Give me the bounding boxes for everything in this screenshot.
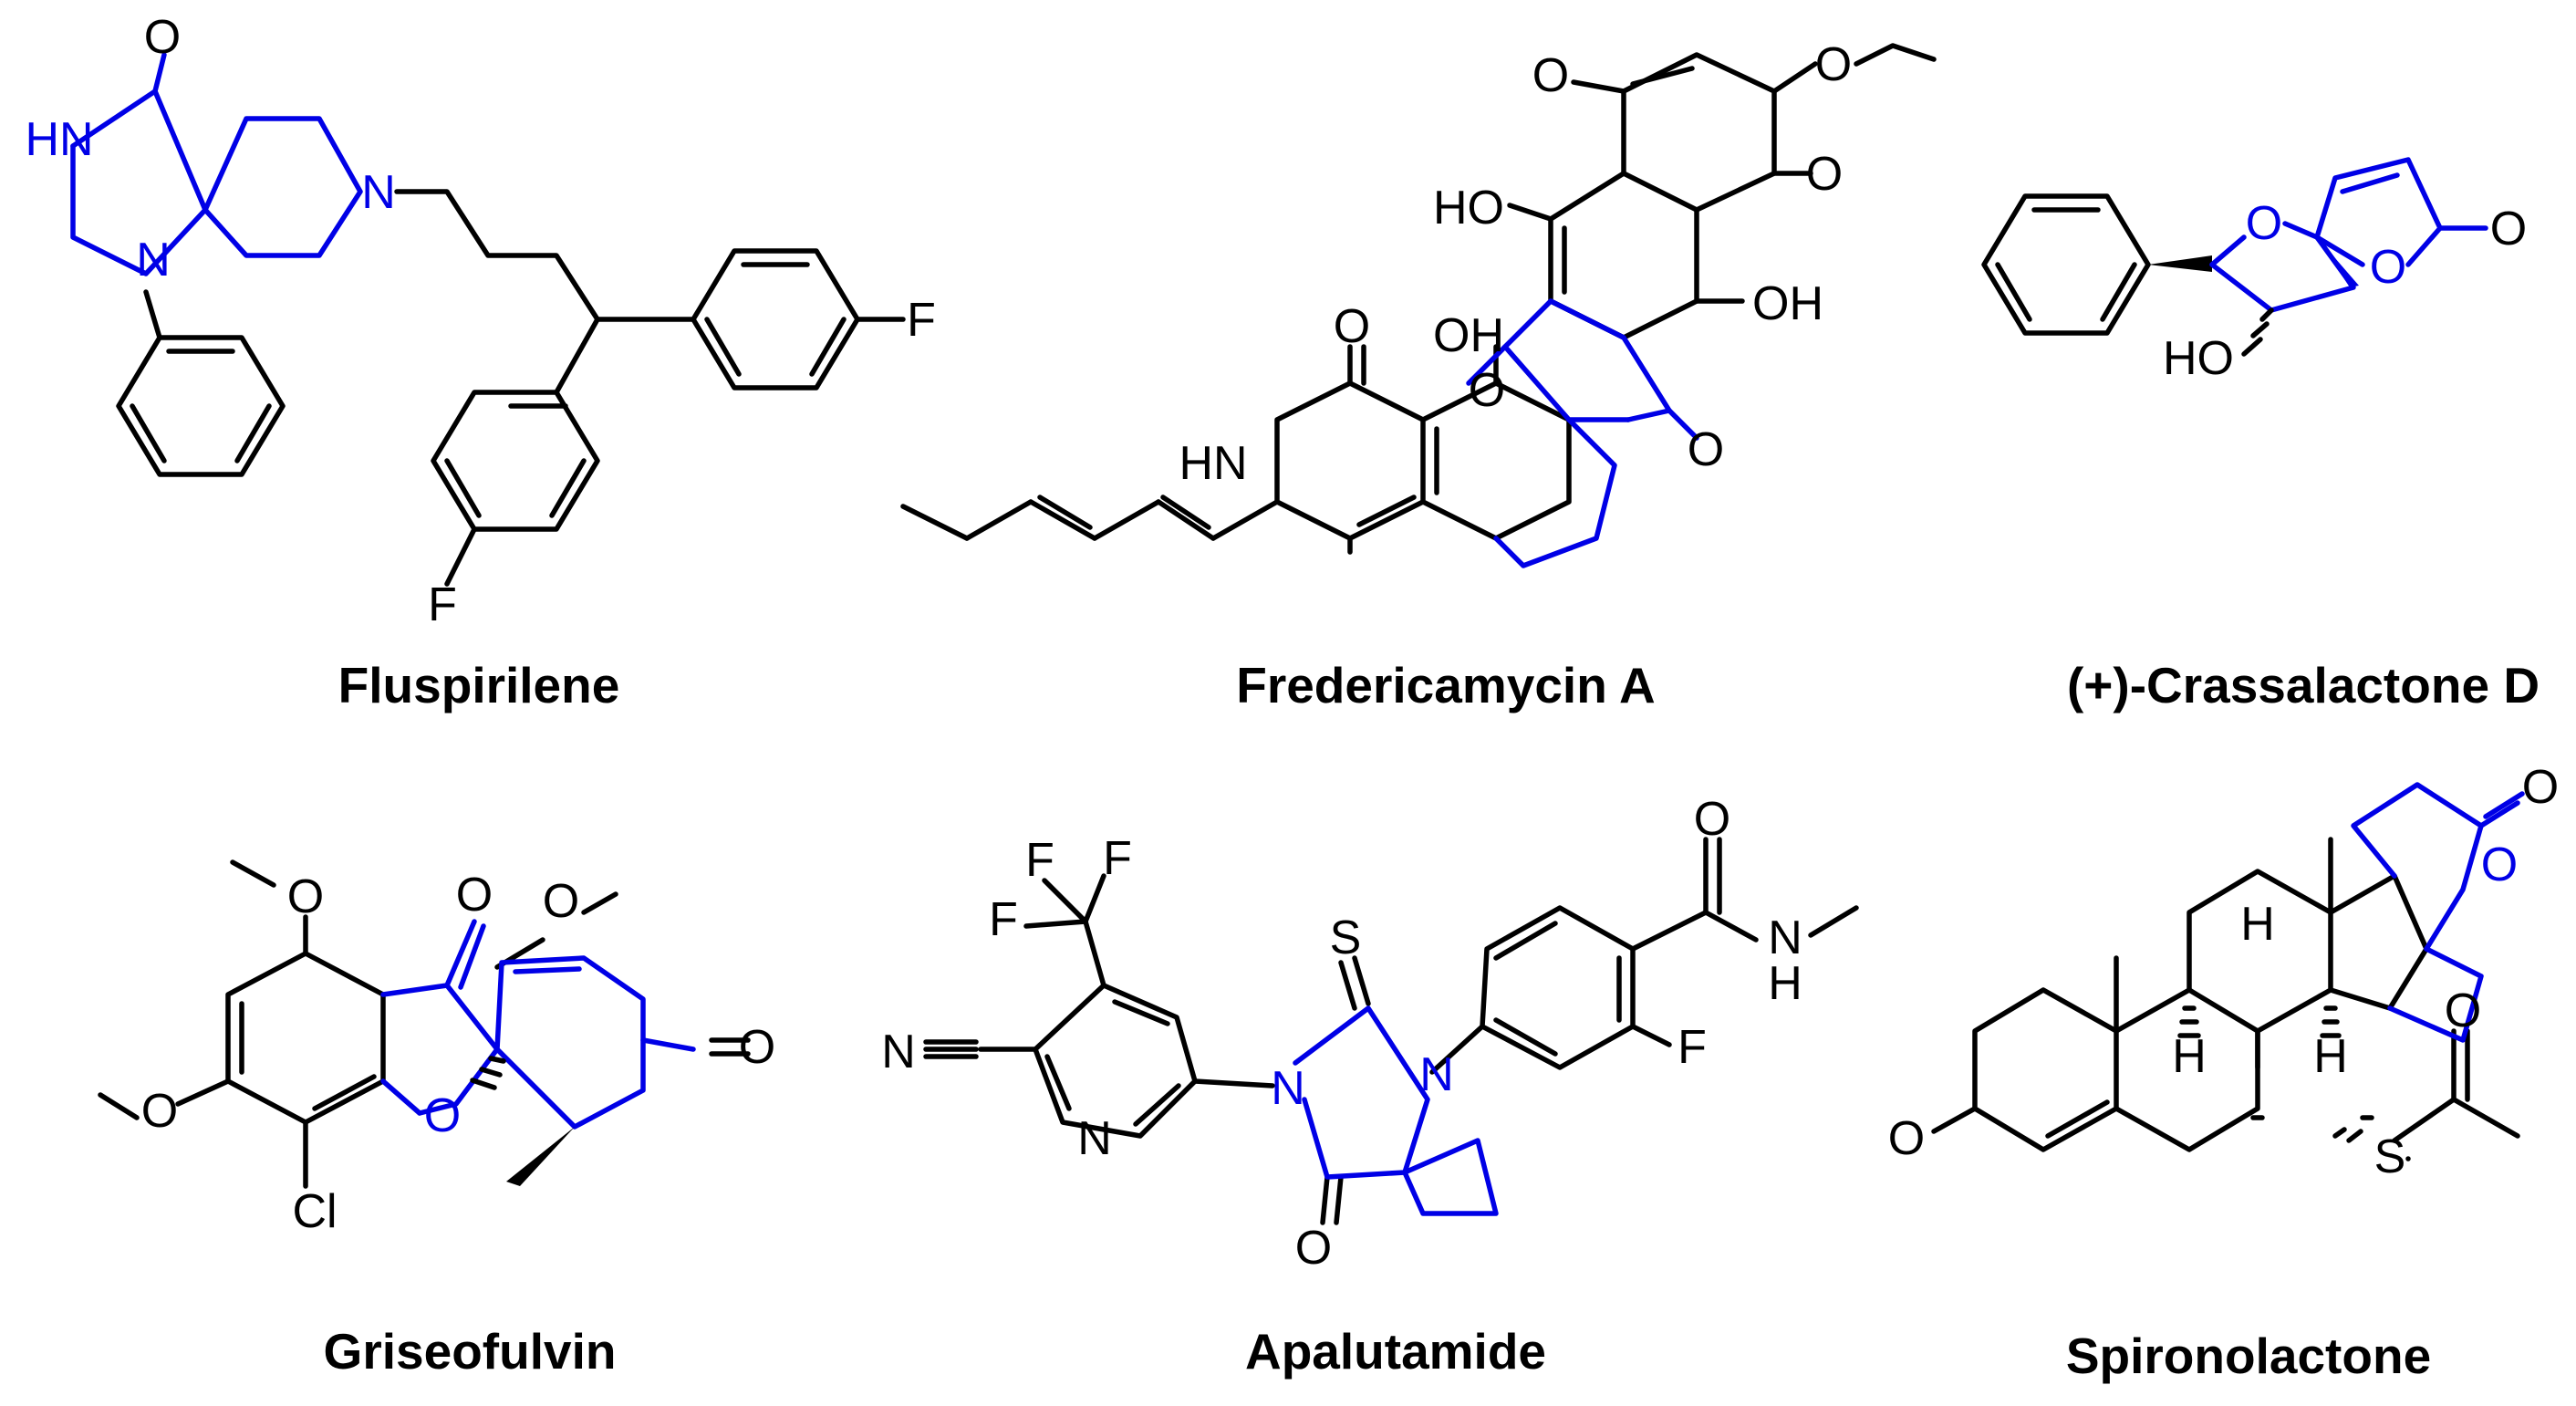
spironolactone-caption: Spironolactone (2066, 1328, 2431, 1384)
griseofulvin-atom-cl: Cl (292, 1185, 337, 1238)
spironolactone-hash-bonds (2177, 1005, 2363, 1143)
apalutamide-atom-f-1: F (1025, 834, 1054, 887)
fluspirilene-chain-and-rings (116, 189, 906, 587)
spironolactone-atom-h-c9: H (2172, 1030, 2207, 1083)
molecule-griseofulvin: O O O O O O Cl Griseofulvin (98, 859, 775, 1380)
griseofulvin-atom-o-methoxy-left: O (141, 1085, 178, 1138)
fredericamycin-caption: Fredericamycin A (1236, 657, 1656, 713)
apalutamide-atom-o-imide: O (1295, 1222, 1332, 1275)
crassalactone-caption: (+)-Crassalactone D (2067, 657, 2540, 713)
molecule-fredericamycin-a: O O O HO OH O OH O O HN Fredericamycin A (900, 38, 1937, 713)
apalutamide-bonds (923, 837, 1859, 1225)
apalutamide-atom-f-aryl: F (1678, 1021, 1707, 1074)
fredericamycin-spiro-rings (1466, 298, 1699, 568)
griseofulvin-hash-spiro (470, 1056, 506, 1090)
spironolactone-atom-o-lactone-carbonyl: O (2522, 761, 2559, 814)
griseofulvin-wedge-methyl (506, 1127, 575, 1186)
crassalactone-hash-oh (2241, 307, 2274, 357)
fredericamycin-atom-ho-upper: HO (1433, 182, 1504, 234)
apalutamide-caption: Apalutamide (1245, 1323, 1546, 1380)
fredericamycin-atom-o-quinone-top: O (1532, 49, 1569, 102)
fluspirilene-atom-n-amide: N (136, 234, 171, 286)
fluspirilene-atom-o: O (144, 11, 181, 64)
fredericamycin-atom-o-indanone-left: O (1469, 364, 1505, 417)
griseofulvin-atom-o-furan: O (424, 1089, 461, 1142)
spironolactone-atom-o-lactone-ring: O (2481, 838, 2518, 891)
spironolactone-atom-o-enone: O (1888, 1112, 1925, 1165)
crassalactone-phenyl (1981, 193, 2151, 336)
spironolactone-atom-o-thioester: O (2445, 984, 2481, 1037)
fredericamycin-atom-o-quinone-right: O (1806, 148, 1843, 201)
crassalactone-wedge-phenyl (2148, 255, 2212, 272)
crassalactone-wedge-spiro (2317, 237, 2359, 287)
crassalactone-atom-o-carbonyl: O (2490, 203, 2527, 255)
fluspirilene-atom-n-piperidine: N (361, 166, 396, 219)
spironolactone-atom-s: S (2374, 1130, 2406, 1183)
spironolactone-spiro-rings (2351, 782, 2525, 1043)
fluspirilene-caption: Fluspirilene (338, 657, 620, 713)
crassalactone-spiro-rings (2209, 157, 2488, 313)
crassalactone-atom-ho: HO (2163, 332, 2234, 385)
molecule-spironolactone: O O O H H H S O Spironolactone (1888, 761, 2559, 1384)
apalutamide-atom-n-left: N (1271, 1062, 1305, 1115)
crassalactone-atom-o-lactone: O (2370, 241, 2406, 294)
fredericamycin-atom-oh-center: OH (1433, 309, 1504, 362)
apalutamide-atom-f-2: F (1103, 832, 1132, 885)
fluspirilene-atom-f-upper: F (907, 294, 936, 347)
apalutamide-atom-n-amide: N (1768, 911, 1802, 964)
spironolactone-steroid-bonds (1931, 837, 2520, 1161)
apalutamide-atom-n-right: N (1419, 1048, 1454, 1101)
apalutamide-atom-n-nitrile: N (881, 1026, 916, 1078)
spironolactone-atom-h-c8: H (2240, 898, 2275, 951)
fluspirilene-atom-f-lower: F (428, 578, 457, 631)
molecule-fluspirilene: O HN N N F F Fluspirilene (25, 11, 935, 713)
griseofulvin-atom-o-ketone: O (456, 869, 493, 922)
fredericamycin-atom-hn: HN (1179, 437, 1247, 490)
spironolactone-atom-h-c14: H (2313, 1030, 2348, 1083)
fredericamycin-bonds (900, 43, 1937, 555)
apalutamide-atom-o-amide: O (1694, 793, 1730, 846)
apalutamide-atom-h-amide: H (1768, 957, 1802, 1010)
apalutamide-atom-s: S (1330, 911, 1362, 964)
griseofulvin-atom-o-methoxy-top: O (287, 870, 324, 923)
crassalactone-atom-o-ring: O (2246, 197, 2282, 250)
fredericamycin-atom-o-indanone-right: O (1688, 423, 1724, 476)
fluspirilene-spiro-rings (70, 52, 363, 276)
molecule-crassalactone-d: O O O HO (+)-Crassalactone D (1981, 157, 2540, 713)
griseofulvin-atom-o-methoxy-enol: O (543, 875, 579, 928)
fredericamycin-atom-o-lactam: O (1334, 300, 1370, 353)
griseofulvin-atom-o-enone: O (739, 1021, 775, 1074)
fredericamycin-atom-o-methoxy: O (1815, 38, 1852, 91)
apalutamide-atom-n-pyridine: N (1077, 1112, 1112, 1165)
molecule-apalutamide: F F F N N S N N O O N H F Apalutamide (881, 793, 1859, 1380)
fredericamycin-atom-oh-right: OH (1752, 277, 1823, 330)
fluspirilene-atom-hn: HN (25, 113, 93, 166)
griseofulvin-caption: Griseofulvin (324, 1323, 617, 1380)
apalutamide-spiro-rings (1293, 1005, 1499, 1216)
apalutamide-atom-f-3: F (989, 893, 1018, 946)
